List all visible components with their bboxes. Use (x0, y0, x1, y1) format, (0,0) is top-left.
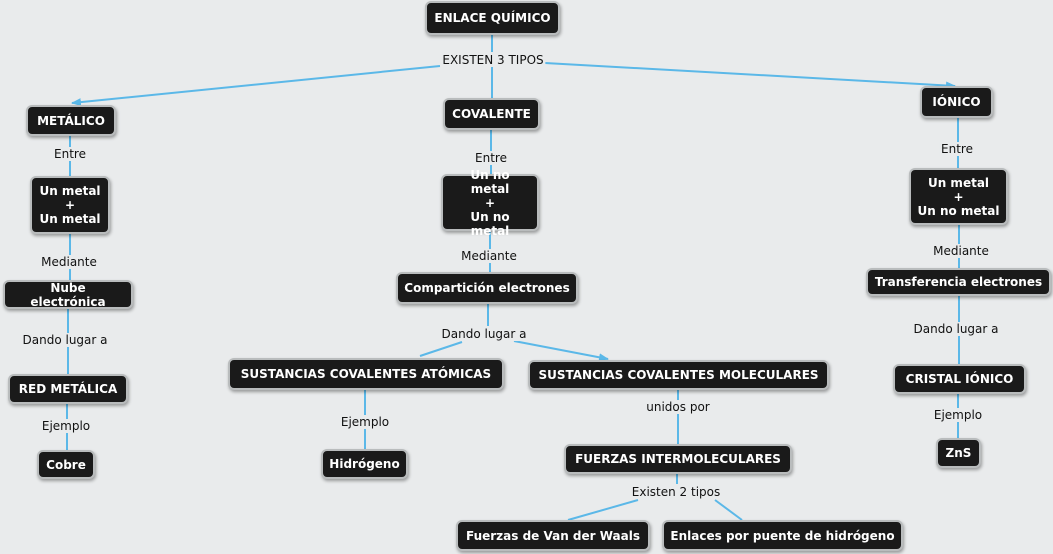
label-mediante-ionico: Mediante (931, 244, 991, 258)
label-dando-lugar-ionico: Dando lugar a (911, 322, 1001, 336)
label-entre-ionico: Entre (939, 142, 975, 156)
node-cristal-ionico[interactable]: CRISTAL IÓNICO (893, 364, 1026, 394)
node-fuerzas-intermoleculares[interactable]: FUERZAS INTERMOLECULARES (564, 444, 792, 474)
link-existen-ionico (544, 62, 956, 90)
link-existen-vdw (567, 499, 639, 521)
label-mediante-metalico: Mediante (39, 255, 99, 269)
node-un-metal-un-metal[interactable]: Un metal + Un metal (30, 176, 110, 234)
label-ejemplo-ionico: Ejemplo (931, 408, 985, 422)
label-entre-covalente: Entre (473, 151, 509, 165)
node-enlaces-puente-hidrogeno[interactable]: Enlaces por puente de hidrógeno (662, 520, 903, 551)
label-ejemplo-covalente: Ejemplo (338, 415, 392, 429)
label-existen-2-tipos: Existen 2 tipos (629, 485, 723, 499)
link-cov-moleculares (513, 340, 609, 362)
link-existen-puente (714, 499, 743, 521)
node-nube-electronica[interactable]: Nube electrónica (3, 280, 133, 309)
link-cov-atomicas (419, 341, 463, 357)
node-comparticion-electrones[interactable]: Compartición electrones (396, 272, 578, 304)
node-fuerzas-van-der-waals[interactable]: Fuerzas de Van der Waals (456, 520, 650, 551)
node-un-metal-un-no-metal[interactable]: Un metal + Un no metal (909, 168, 1008, 225)
node-covalente[interactable]: COVALENTE (443, 98, 540, 130)
link-existen-metalico (71, 65, 441, 107)
node-sustancias-covalentes-atomicas[interactable]: SUSTANCIAS COVALENTES ATÓMICAS (228, 358, 504, 390)
node-cobre[interactable]: Cobre (37, 450, 95, 479)
label-existen-3-tipos: EXISTEN 3 TIPOS (440, 53, 546, 67)
node-enlace-quimico[interactable]: ENLACE QUÍMICO (425, 1, 560, 35)
node-zns[interactable]: ZnS (936, 438, 981, 468)
node-ionico[interactable]: IÓNICO (920, 86, 993, 118)
label-dando-lugar-covalente: Dando lugar a (439, 327, 529, 341)
node-transferencia-electrones[interactable]: Transferencia electrones (866, 268, 1051, 296)
node-metalico[interactable]: METÁLICO (26, 105, 116, 136)
node-hidrogeno[interactable]: Hidrógeno (321, 449, 408, 479)
node-sustancias-covalentes-moleculares[interactable]: SUSTANCIAS COVALENTES MOLECULARES (528, 360, 829, 390)
node-un-no-metal-un-no-metal[interactable]: Un no metal + Un no metal (441, 168, 539, 238)
label-unidos-por: unidos por (644, 400, 712, 414)
label-mediante-covalente: Mediante (459, 249, 519, 263)
label-entre-metalico: Entre (52, 147, 88, 161)
node-red-metalica[interactable]: RED METÁLICA (8, 374, 128, 404)
label-dando-lugar-metalico: Dando lugar a (20, 333, 110, 347)
label-ejemplo-metalico: Ejemplo (39, 419, 93, 433)
